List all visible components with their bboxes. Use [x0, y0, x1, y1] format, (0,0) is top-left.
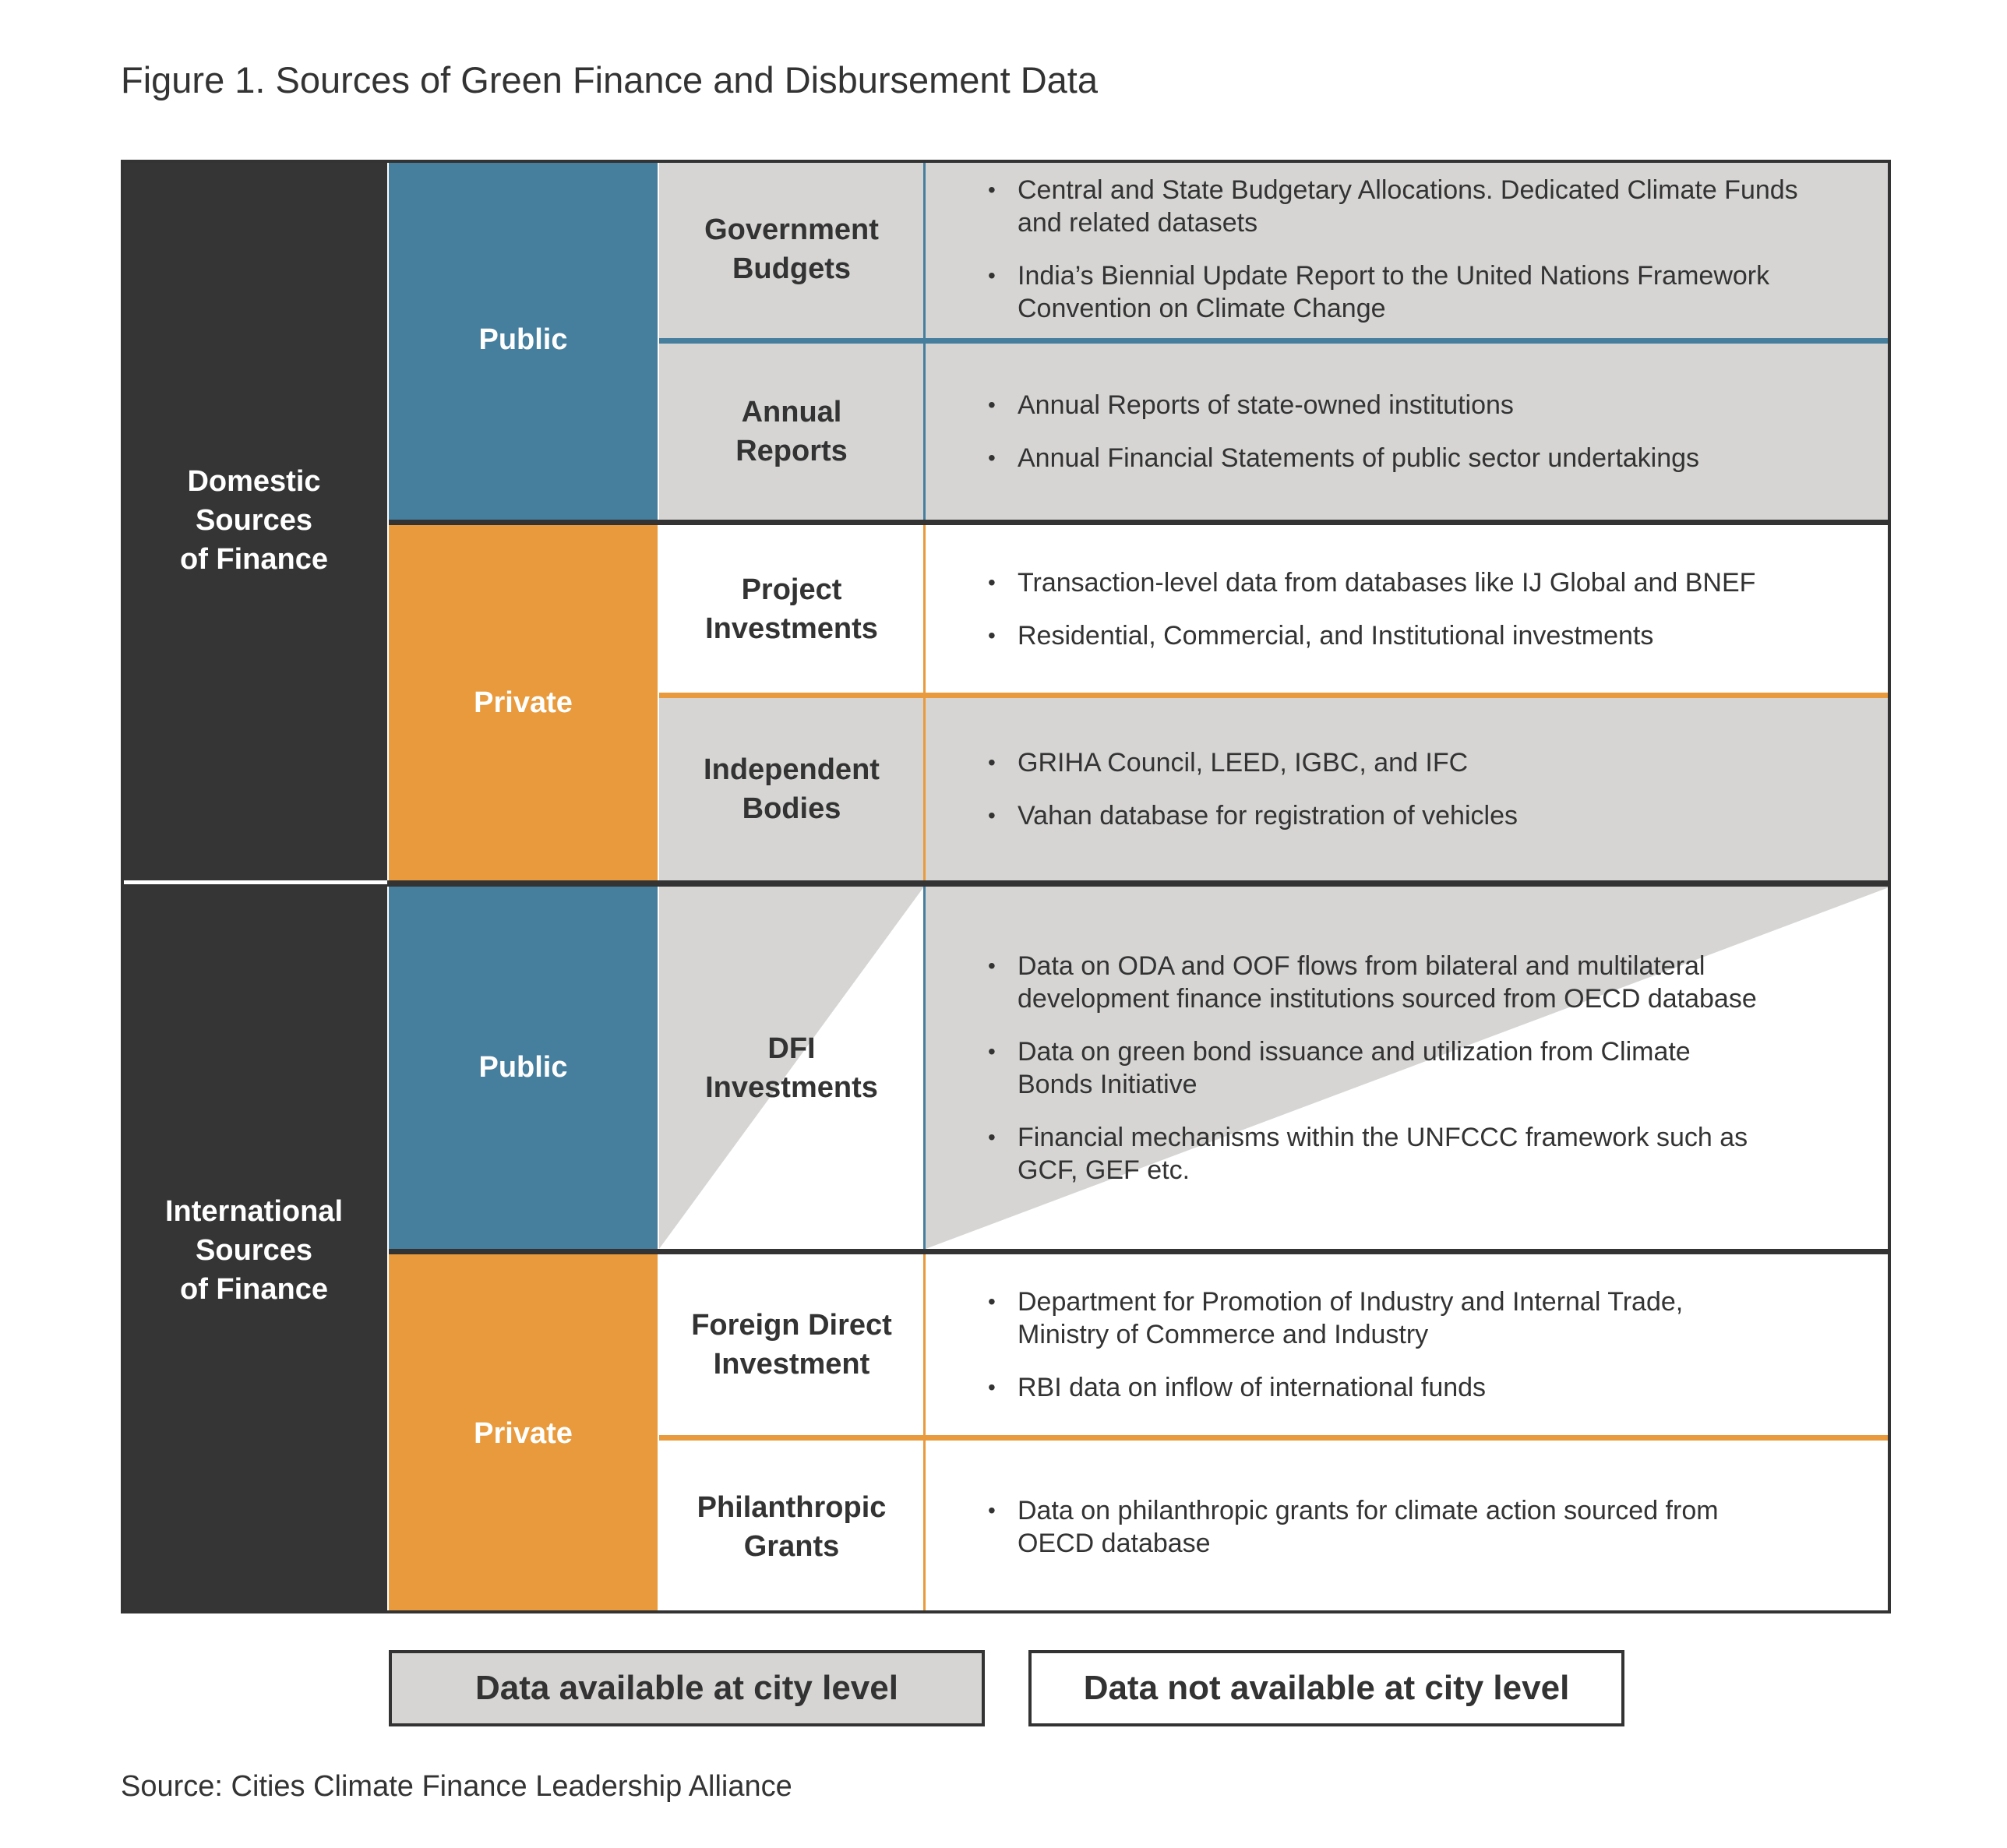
source-label: Independent Bodies [704, 753, 880, 825]
bullet-item: Data on ODA and OOF flows from bilateral… [988, 950, 1860, 1015]
detail-philanthropic-grants: Data on philanthropic grants for climate… [926, 1441, 1891, 1613]
divider-row-3 [659, 693, 1891, 698]
source-government-budgets: Government Budgets [659, 160, 924, 339]
subgroup-domestic-public: Public [389, 160, 658, 520]
partial-shade-source [659, 887, 924, 1249]
subgroup-label: Public [478, 323, 568, 356]
figure-title: Figure 1. Sources of Green Finance and D… [121, 59, 1098, 101]
subgroup-label: Public [478, 1051, 568, 1084]
source-label: Project Investments [705, 573, 878, 645]
bullet-item: Department for Promotion of Industry and… [988, 1285, 1860, 1351]
source-philanthropic-grants: Philanthropic Grants [659, 1441, 924, 1613]
subgroup-domestic-private: Private [389, 525, 658, 880]
source-annual-reports: Annual Reports [659, 344, 924, 520]
subgroup-international-private: Private [389, 1254, 658, 1613]
bullet-item: Vahan database for registration of vehic… [988, 799, 1860, 832]
divider-row-2 [389, 520, 1891, 525]
legend-not-available-label: Data not available at city level [1083, 1669, 1570, 1707]
source-label: Government Budgets [704, 213, 879, 285]
subgroup-label: Private [474, 1417, 573, 1450]
bullet-item: Annual Financial Statements of public se… [988, 442, 1860, 474]
divider-category [121, 880, 1891, 887]
bullet-item: Data on philanthropic grants for climate… [988, 1494, 1860, 1560]
category-domestic: Domestic Sources of Finance [121, 160, 387, 880]
detail-foreign-direct-investment: Department for Promotion of Industry and… [926, 1254, 1891, 1435]
legend-available-label: Data available at city level [475, 1669, 898, 1707]
detail-project-investments: Transaction-level data from databases li… [926, 525, 1891, 693]
divider-row-1 [659, 338, 1891, 344]
subgroup-label: Private [474, 686, 573, 719]
category-international-label: International Sources of Finance [164, 1194, 344, 1306]
source-dfi-investments: DFI Investments [659, 887, 924, 1249]
divider-row-5 [389, 1249, 1891, 1254]
bullet-item: Financial mechanisms within the UNFCCC f… [988, 1121, 1860, 1187]
bullet-item: RBI data on inflow of international fund… [988, 1371, 1860, 1404]
legend-not-available: Data not available at city level [1028, 1650, 1624, 1726]
detail-government-budgets: Central and State Budgetary Allocations.… [926, 160, 1891, 339]
bullet-item: Transaction-level data from databases li… [988, 566, 1860, 599]
category-domestic-label: Domestic Sources of Finance [179, 464, 329, 576]
source-independent-bodies: Independent Bodies [659, 698, 924, 880]
divider-vertical-blue-bottom [923, 887, 926, 1249]
bullet-item: India’s Biennial Update Report to the Un… [988, 259, 1860, 325]
divider-vertical-orange-bottom [923, 1254, 926, 1613]
source-project-investments: Project Investments [659, 525, 924, 693]
detail-dfi-investments: Data on ODA and OOF flows from bilateral… [926, 887, 1891, 1249]
source-foreign-direct-investment: Foreign Direct Investment [659, 1254, 924, 1435]
bullet-item: GRIHA Council, LEED, IGBC, and IFC [988, 746, 1860, 779]
legend-available: Data available at city level [389, 1650, 985, 1726]
source-label: Annual Reports [735, 396, 848, 467]
bullet-item: Central and State Budgetary Allocations.… [988, 174, 1860, 239]
source-note: Source: Cities Climate Finance Leadershi… [121, 1770, 792, 1803]
category-international: International Sources of Finance [121, 887, 387, 1613]
subgroup-international-public: Public [389, 887, 658, 1249]
table-frame [121, 160, 1891, 1613]
source-label: Foreign Direct Investment [691, 1309, 892, 1381]
divider-vertical-orange-top [923, 525, 926, 880]
detail-independent-bodies: GRIHA Council, LEED, IGBC, and IFC Vahan… [926, 698, 1891, 880]
divider-category-white [121, 880, 387, 884]
bullet-item: Residential, Commercial, and Institution… [988, 619, 1860, 652]
divider-row-6 [659, 1435, 1891, 1441]
detail-annual-reports: Annual Reports of state-owned institutio… [926, 344, 1891, 520]
source-label: DFI Investments [705, 1032, 878, 1104]
bullet-item: Data on green bond issuance and utilizat… [988, 1035, 1860, 1101]
bullet-item: Annual Reports of state-owned institutio… [988, 389, 1860, 421]
source-label: Philanthropic Grants [697, 1491, 887, 1563]
